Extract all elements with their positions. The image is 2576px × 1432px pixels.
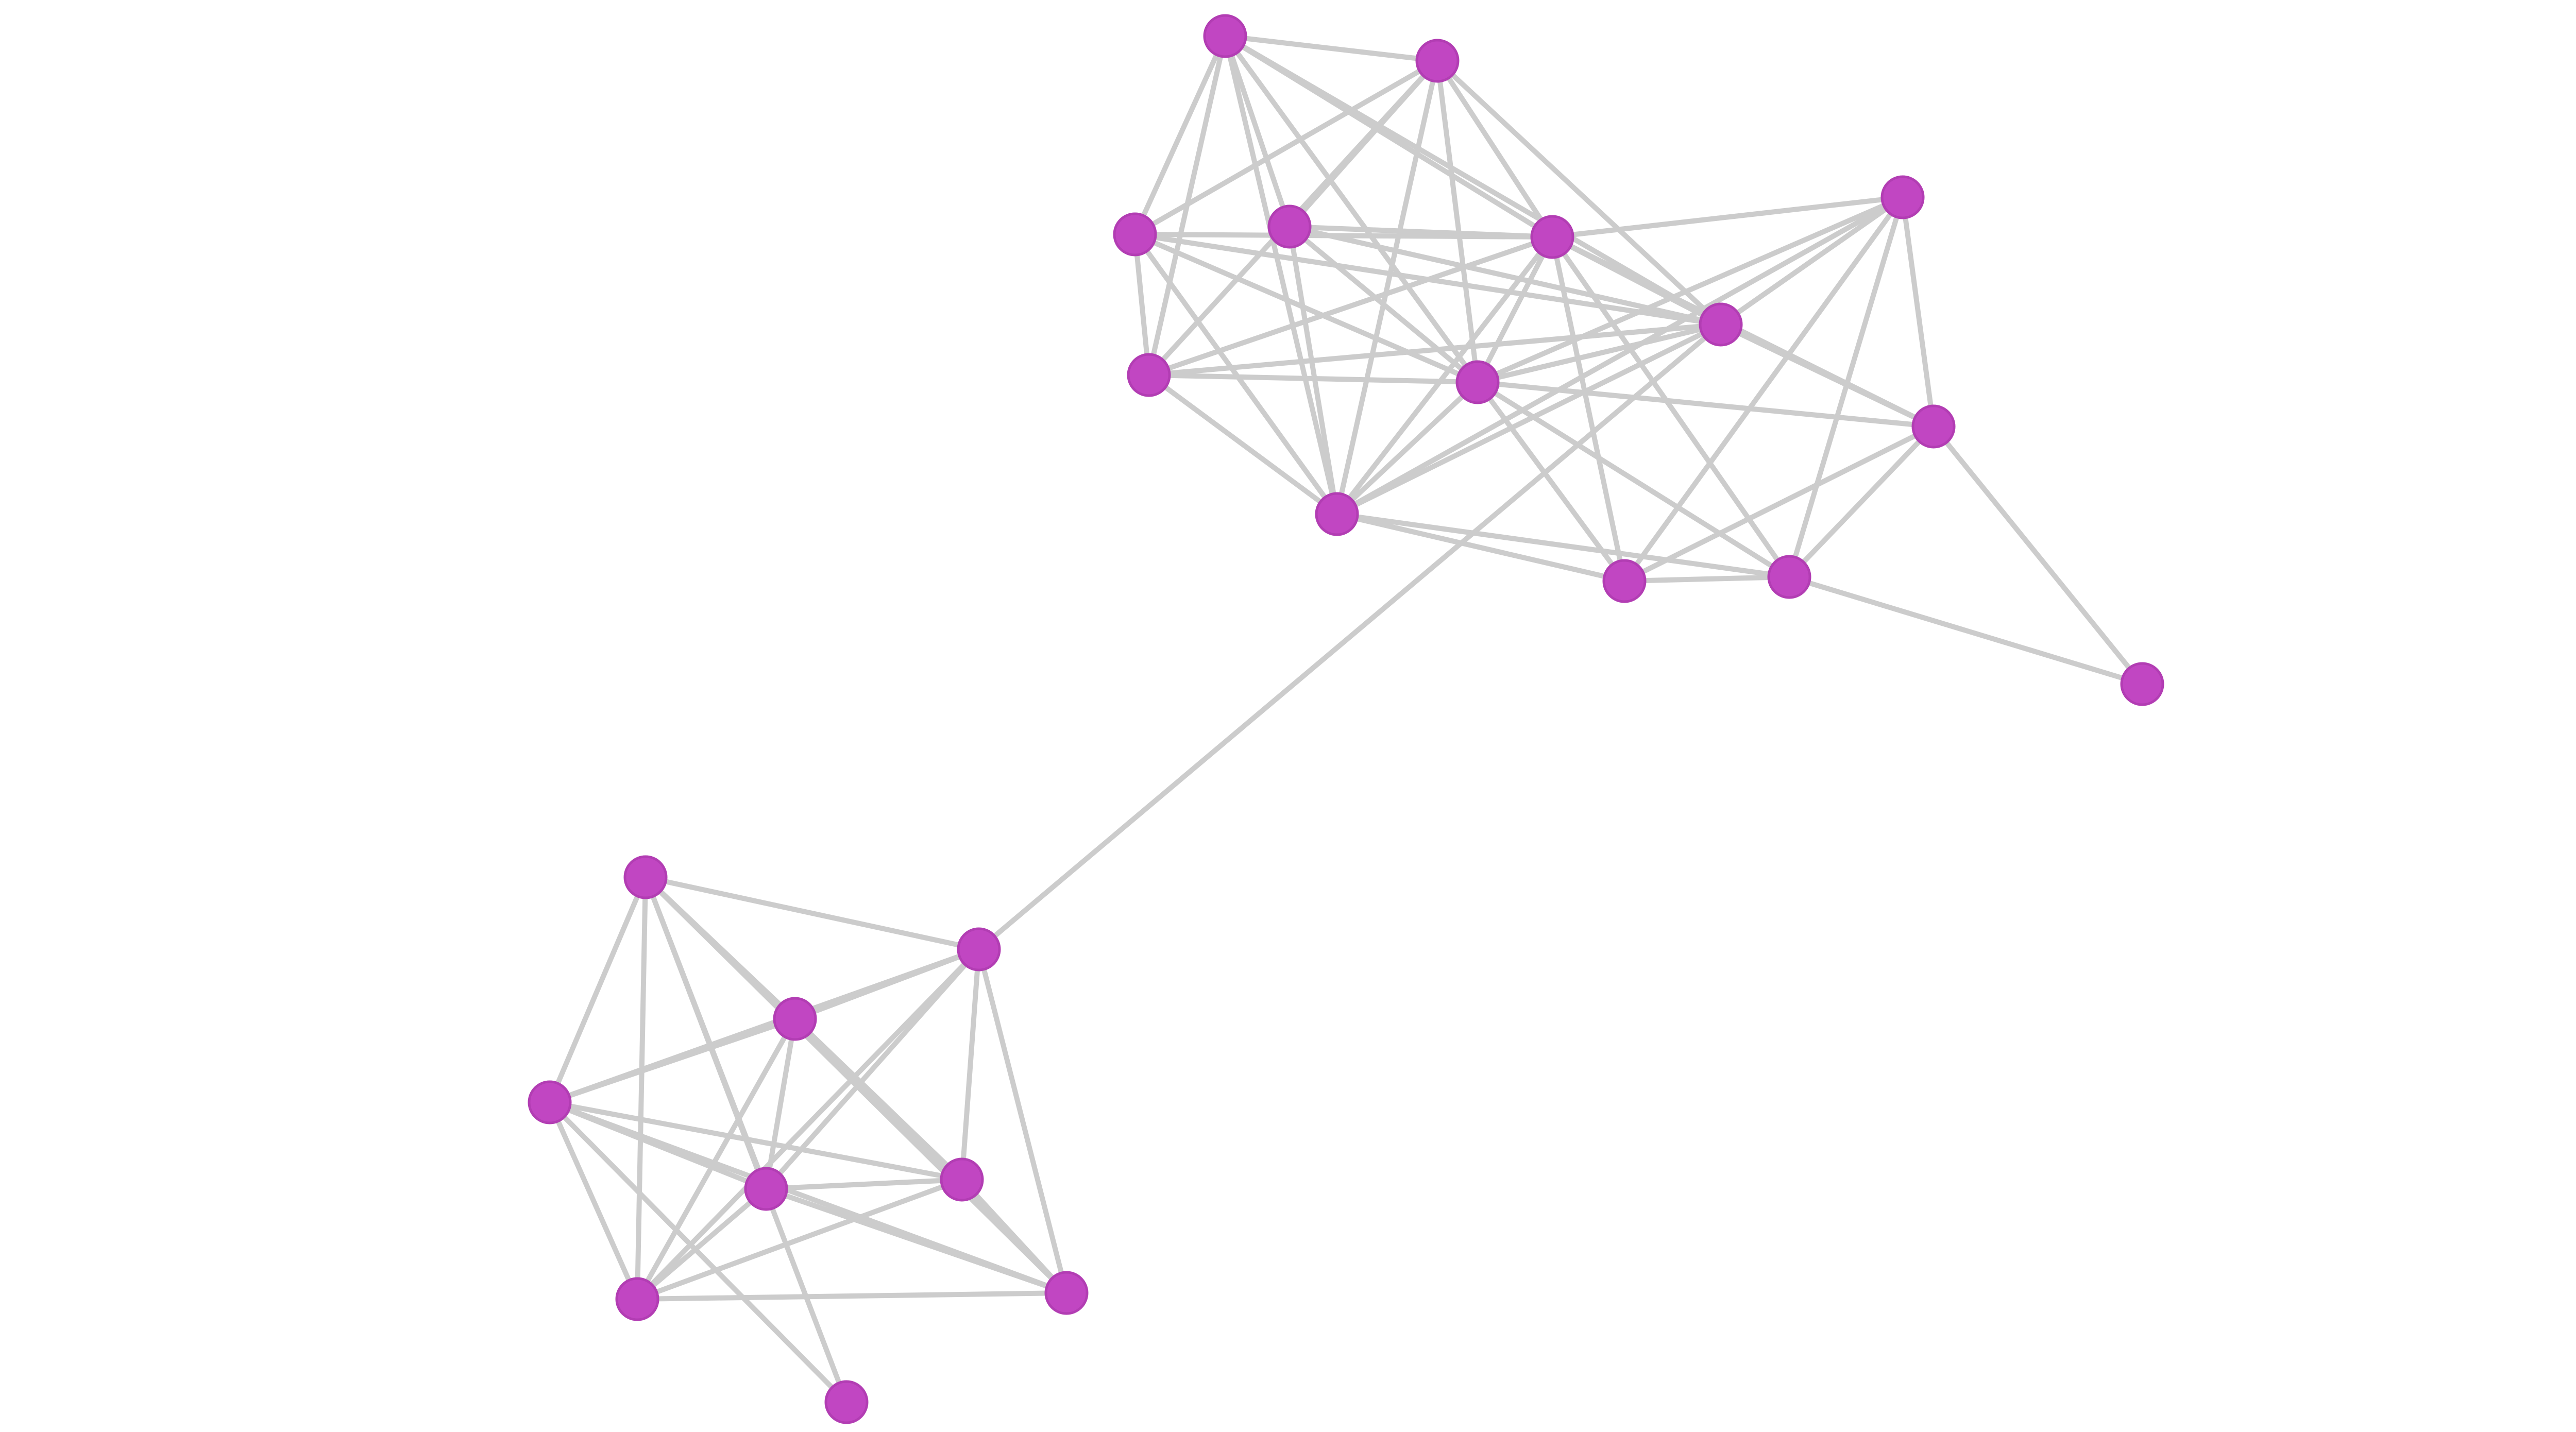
graph-node — [957, 927, 1001, 971]
graph-node — [615, 1277, 659, 1321]
graph-edge — [1550, 234, 1627, 584]
graph-edge — [1475, 234, 1555, 385]
graph-edge — [1223, 33, 1723, 327]
graph-edge — [1334, 195, 1905, 517]
graph-edge — [1223, 33, 1340, 517]
graph-edge — [1334, 58, 1440, 517]
graph-node — [773, 997, 817, 1041]
graph-edge — [547, 1100, 640, 1302]
graph-edge — [547, 875, 648, 1105]
graph-edge — [635, 1016, 798, 1302]
graph-edge — [1287, 224, 1340, 517]
graph-edge — [1931, 424, 2145, 687]
graph-edge — [1475, 380, 1936, 429]
graph-edge — [1475, 380, 1792, 579]
graph-edge — [635, 875, 648, 1302]
graph-edge — [1132, 232, 1340, 517]
graph-node — [1203, 14, 1247, 58]
graph-edge — [1146, 234, 1555, 378]
graph-node — [528, 1080, 572, 1124]
graph-edge — [1435, 58, 1723, 327]
graph-edge — [1475, 322, 1723, 385]
graph-edge — [1718, 322, 1936, 429]
graph-edge — [1287, 224, 1480, 385]
graph-edge — [1223, 33, 1292, 229]
graph-node — [1267, 204, 1312, 249]
graph-node — [1044, 1271, 1089, 1315]
graph-edge — [643, 875, 981, 952]
graph-node — [1699, 302, 1743, 347]
graph-edge — [547, 1100, 964, 1182]
graph-edge — [1475, 380, 1627, 584]
nodes-layer — [528, 14, 2164, 1424]
graph-edge — [1622, 195, 1905, 584]
graph-edge — [1435, 58, 1555, 240]
graph-edge — [976, 322, 1723, 952]
graph-edge — [1132, 33, 1228, 237]
graph-edge — [1132, 232, 1151, 378]
graph-edge — [1787, 424, 1936, 579]
graph-node — [623, 855, 668, 899]
graph-edge — [1550, 195, 1905, 240]
graph-edge — [1475, 195, 1905, 385]
graph-edge — [635, 1177, 964, 1302]
graph-node — [744, 1167, 788, 1211]
graph-edge — [1132, 232, 1480, 385]
graph-node — [1415, 39, 1460, 83]
graph-edge — [1334, 322, 1723, 517]
graph-edge — [1334, 380, 1480, 517]
graph-node — [1315, 492, 1359, 536]
graph-edge — [547, 1016, 798, 1105]
graph-node — [1113, 212, 1157, 257]
graph-edge — [1334, 512, 1792, 579]
graph-edge — [976, 947, 1069, 1295]
graph-node — [1602, 559, 1647, 603]
graph-edge — [1718, 195, 1905, 327]
graph-edge — [1223, 33, 1480, 385]
graph-node — [2120, 662, 2164, 706]
graph-edge — [1334, 512, 1627, 584]
graph-node — [1530, 215, 1574, 259]
graph-node — [1127, 353, 1171, 397]
graph-edge — [635, 1186, 769, 1302]
graph-edge — [764, 1186, 1069, 1295]
graph-edge — [959, 947, 981, 1182]
graph-edge — [1287, 224, 1555, 240]
graph-edge — [959, 1177, 1069, 1295]
graph-node — [1880, 175, 1925, 219]
graph-edge — [1787, 574, 2145, 687]
graph-node — [940, 1157, 984, 1202]
graph-node — [1911, 404, 1956, 449]
graph-edge — [764, 1016, 798, 1191]
graph-edge — [1622, 574, 1792, 584]
graph-edge — [764, 1177, 964, 1191]
graph-node — [1455, 360, 1500, 404]
graph-edge — [635, 947, 981, 1302]
graph-edge — [1622, 424, 1936, 584]
graph-edge — [635, 1290, 1069, 1302]
graph-edge — [1223, 33, 1440, 63]
graph-edge — [1132, 58, 1440, 237]
graph-node — [1767, 555, 1811, 599]
graph-edge — [1287, 58, 1440, 229]
graph-edge — [1900, 195, 1936, 429]
graph-edge — [1435, 58, 1480, 385]
graph-edge — [1146, 372, 1340, 517]
graph-edge — [547, 1100, 849, 1405]
graph-edge — [1334, 234, 1555, 517]
graph-node — [824, 1380, 869, 1424]
